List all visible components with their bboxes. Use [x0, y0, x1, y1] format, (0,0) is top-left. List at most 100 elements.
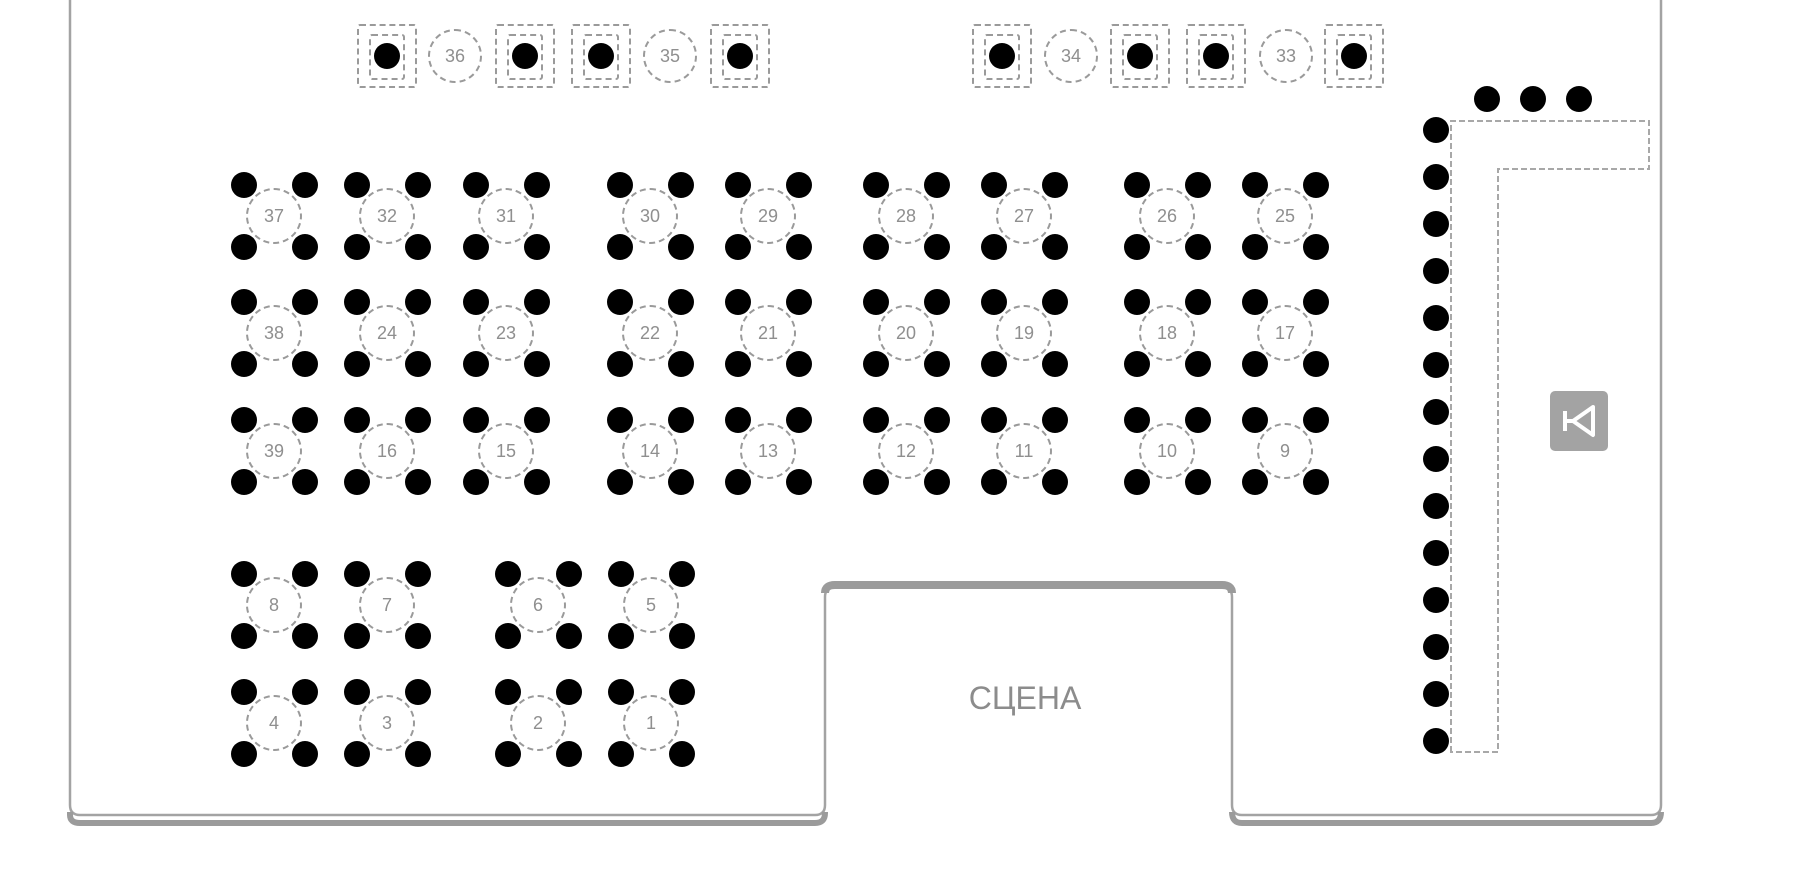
bar-seat[interactable]: [1520, 86, 1546, 112]
seat[interactable]: [668, 351, 694, 377]
seat[interactable]: [1303, 469, 1329, 495]
table[interactable]: 3: [359, 695, 415, 751]
seat[interactable]: [924, 407, 950, 433]
seat[interactable]: [1124, 469, 1150, 495]
seat[interactable]: [863, 469, 889, 495]
seat[interactable]: [608, 679, 634, 705]
seat[interactable]: [495, 679, 521, 705]
table[interactable]: 21: [740, 305, 796, 361]
seat[interactable]: [981, 351, 1007, 377]
table[interactable]: 32: [359, 188, 415, 244]
seat[interactable]: [344, 172, 370, 198]
seat[interactable]: [1303, 289, 1329, 315]
seat[interactable]: [924, 234, 950, 260]
seat[interactable]: [1242, 234, 1268, 260]
bar-seat[interactable]: [1423, 352, 1449, 378]
seat[interactable]: [1303, 407, 1329, 433]
table[interactable]: 4: [246, 695, 302, 751]
seat[interactable]: [1185, 407, 1211, 433]
seat[interactable]: [231, 289, 257, 315]
seat[interactable]: [981, 469, 1007, 495]
seat[interactable]: [405, 741, 431, 767]
table[interactable]: 25: [1257, 188, 1313, 244]
seat[interactable]: [786, 469, 812, 495]
seat[interactable]: [344, 289, 370, 315]
single-seat-booth[interactable]: [1186, 24, 1246, 88]
seat[interactable]: [1124, 351, 1150, 377]
seat[interactable]: [1127, 43, 1153, 69]
seat[interactable]: [727, 43, 753, 69]
seat[interactable]: [668, 469, 694, 495]
seat[interactable]: [1242, 289, 1268, 315]
seat[interactable]: [231, 234, 257, 260]
seat[interactable]: [981, 289, 1007, 315]
bar-seat[interactable]: [1423, 117, 1449, 143]
seat[interactable]: [231, 623, 257, 649]
seat[interactable]: [725, 172, 751, 198]
seat[interactable]: [344, 469, 370, 495]
table[interactable]: 12: [878, 423, 934, 479]
bar-seat[interactable]: [1423, 634, 1449, 660]
seat[interactable]: [524, 407, 550, 433]
table[interactable]: 38: [246, 305, 302, 361]
seat[interactable]: [1303, 234, 1329, 260]
seat[interactable]: [1185, 289, 1211, 315]
seat[interactable]: [405, 172, 431, 198]
seat[interactable]: [292, 469, 318, 495]
seat[interactable]: [463, 469, 489, 495]
seat[interactable]: [495, 623, 521, 649]
seat[interactable]: [608, 741, 634, 767]
bar-seat[interactable]: [1423, 493, 1449, 519]
bar-seat[interactable]: [1474, 86, 1500, 112]
seat[interactable]: [524, 172, 550, 198]
bar-seat[interactable]: [1423, 164, 1449, 190]
table[interactable]: 17: [1257, 305, 1313, 361]
table[interactable]: 2: [510, 695, 566, 751]
seat[interactable]: [725, 407, 751, 433]
seat[interactable]: [495, 741, 521, 767]
seat[interactable]: [725, 351, 751, 377]
seat[interactable]: [607, 234, 633, 260]
bar-seat[interactable]: [1423, 587, 1449, 613]
table[interactable]: 24: [359, 305, 415, 361]
bar-seat[interactable]: [1423, 681, 1449, 707]
seat[interactable]: [292, 351, 318, 377]
single-seat-booth[interactable]: [357, 24, 417, 88]
single-seat-booth[interactable]: [1110, 24, 1170, 88]
seat[interactable]: [1242, 172, 1268, 198]
seat[interactable]: [607, 289, 633, 315]
seat[interactable]: [463, 289, 489, 315]
table[interactable]: 6: [510, 577, 566, 633]
seat[interactable]: [292, 407, 318, 433]
seat[interactable]: [292, 679, 318, 705]
seat[interactable]: [524, 289, 550, 315]
seat[interactable]: [405, 234, 431, 260]
seat[interactable]: [292, 561, 318, 587]
table[interactable]: 31: [478, 188, 534, 244]
table[interactable]: 23: [478, 305, 534, 361]
seat[interactable]: [924, 289, 950, 315]
seat[interactable]: [786, 407, 812, 433]
single-seat-booth[interactable]: [1324, 24, 1384, 88]
table[interactable]: 16: [359, 423, 415, 479]
bar-seat[interactable]: [1423, 446, 1449, 472]
seat[interactable]: [607, 469, 633, 495]
seat[interactable]: [344, 234, 370, 260]
seat[interactable]: [668, 407, 694, 433]
seat[interactable]: [1185, 172, 1211, 198]
seat[interactable]: [292, 623, 318, 649]
seat[interactable]: [1124, 407, 1150, 433]
seat[interactable]: [1185, 469, 1211, 495]
table[interactable]: 28: [878, 188, 934, 244]
seat[interactable]: [863, 172, 889, 198]
table[interactable]: 7: [359, 577, 415, 633]
seat[interactable]: [1303, 172, 1329, 198]
seat[interactable]: [463, 351, 489, 377]
seat[interactable]: [725, 289, 751, 315]
table[interactable]: 29: [740, 188, 796, 244]
seat[interactable]: [588, 43, 614, 69]
seat[interactable]: [556, 679, 582, 705]
table[interactable]: 19: [996, 305, 1052, 361]
seat[interactable]: [669, 679, 695, 705]
seat[interactable]: [344, 407, 370, 433]
